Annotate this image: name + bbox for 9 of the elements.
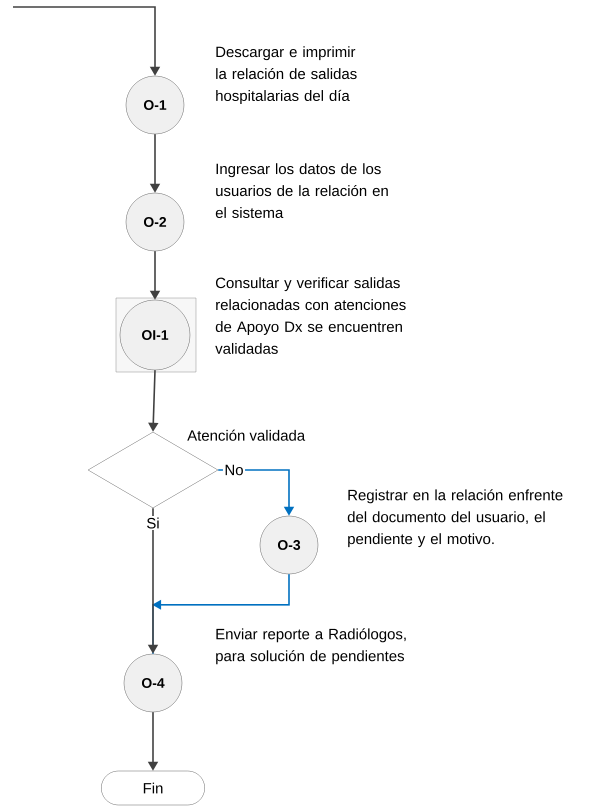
step-description: Descargar e imprimir la relación de salidas hospitalarias del día (216, 46, 357, 104)
decision-label: Atención validada (187, 430, 306, 441)
edge-label: No (222, 463, 246, 477)
edge-label: Si (144, 516, 162, 530)
step-description: Ingresar los datos de los usuarios de la relación en el sistema (216, 163, 388, 218)
step-description: Registrar en la relación enfrente del documento del usuario, el pendiente y el motivo. (348, 489, 562, 548)
step-description: Enviar reporte a Radiólogos, para solución de pendientes (216, 628, 406, 664)
terminal-box: Fin (101, 770, 205, 806)
step-description: Consultar y verificar salidas relacionadas con atenciones de Apoyo Dx se encuentren validadas (215, 277, 406, 354)
